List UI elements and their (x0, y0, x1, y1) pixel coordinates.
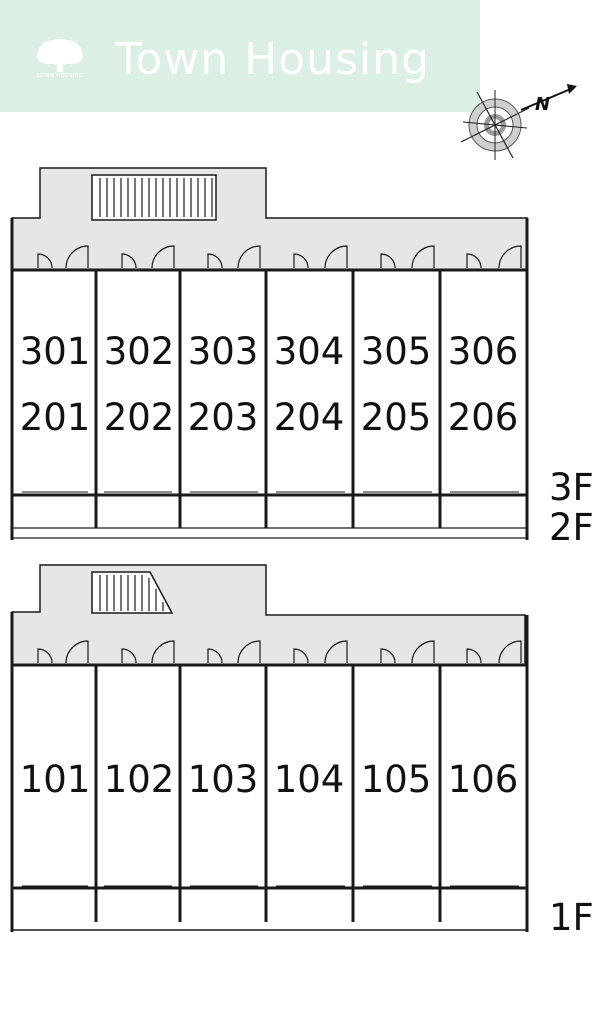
compass-icon: N (460, 84, 577, 160)
stairs-icon (91, 571, 174, 614)
header-banner: TOWN HOUSING Town Housing (0, 0, 480, 112)
unit-label: 103 (187, 758, 259, 801)
upper-block (10, 167, 529, 540)
brand-title: Town Housing (115, 34, 431, 85)
unit-label: 205 (360, 396, 432, 439)
unit-label: 104 (273, 758, 345, 801)
unit-label: 101 (19, 758, 91, 801)
unit-label: 204 (273, 396, 345, 439)
unit-label: 202 (103, 396, 175, 439)
unit-label: 102 (103, 758, 175, 801)
floor-label-2f: 2F (549, 506, 594, 549)
floor-label-1f: 1F (549, 896, 594, 939)
stairs-icon (91, 174, 217, 221)
unit-label: 304 (273, 330, 345, 373)
unit-label: 302 (103, 330, 175, 373)
tree-logo-icon (37, 39, 83, 72)
unit-label: 301 (19, 330, 91, 373)
lower-block (10, 564, 529, 932)
north-label: N (535, 94, 550, 115)
unit-label: 305 (360, 330, 432, 373)
unit-label: 105 (360, 758, 432, 801)
unit-label: 106 (447, 758, 519, 801)
unit-label: 206 (447, 396, 519, 439)
floor-label-3f: 3F (549, 466, 594, 509)
unit-label: 306 (447, 330, 519, 373)
logo-caption: TOWN HOUSING (36, 73, 84, 79)
unit-label: 303 (187, 330, 259, 373)
unit-label: 201 (19, 396, 91, 439)
unit-label: 203 (187, 396, 259, 439)
